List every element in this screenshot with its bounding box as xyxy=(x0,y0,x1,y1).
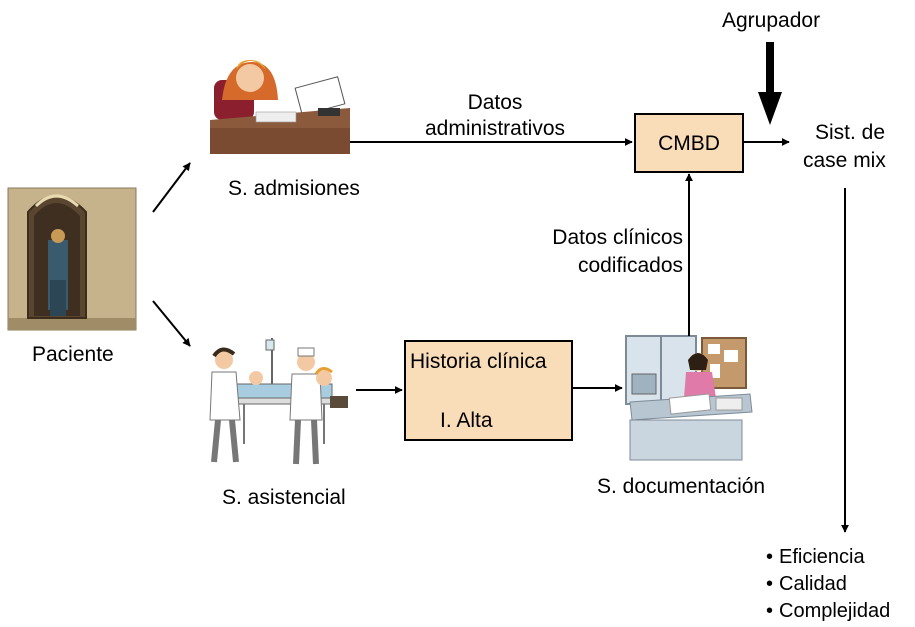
s-admisiones-label: S. admisiones xyxy=(228,177,360,200)
outputs-list: Eficiencia Calidad Complejidad xyxy=(766,544,890,625)
sist-case-mix-label-line2: case mix xyxy=(803,149,886,172)
output-item-eficiencia: Eficiencia xyxy=(766,544,890,571)
cmbd-box: CMBD xyxy=(634,113,744,173)
sist-case-mix-label-line1: Sist. de xyxy=(815,121,886,144)
paciente-label: Paciente xyxy=(32,343,114,366)
datos-clinicos-label-line2: codificados xyxy=(577,254,683,277)
s-asistencial-label: S. asistencial xyxy=(222,486,346,509)
arrow-paciente-to-asistencial xyxy=(152,300,191,347)
clinical-staff-illustration xyxy=(209,338,348,465)
output-item-complejidad: Complejidad xyxy=(766,598,890,625)
agrupador-arrow-head xyxy=(758,92,782,125)
documentation-office-illustration xyxy=(625,335,753,461)
patient-door-illustration xyxy=(7,187,137,331)
agrupador-label: Agrupador xyxy=(722,9,821,32)
cmbd-label: CMBD xyxy=(658,132,720,155)
datos-administrativos-label-line2: administrativos xyxy=(424,117,566,140)
arrow-paciente-to-admisiones xyxy=(152,162,191,213)
s-documentacion-label: S. documentación xyxy=(597,475,766,498)
datos-clinicos-label-line1: Datos clínicos xyxy=(552,226,683,249)
output-item-calidad: Calidad xyxy=(766,571,890,598)
informe-alta-label: I. Alta xyxy=(440,409,493,432)
agrupador-arrow-shaft xyxy=(766,42,774,92)
datos-administrativos-label-line1: Datos xyxy=(467,91,523,114)
historia-clinica-title: Historia clínica xyxy=(410,350,547,373)
historia-clinica-box: Historia clínica I. Alta xyxy=(404,340,573,441)
admissions-clerk-illustration xyxy=(210,60,350,154)
